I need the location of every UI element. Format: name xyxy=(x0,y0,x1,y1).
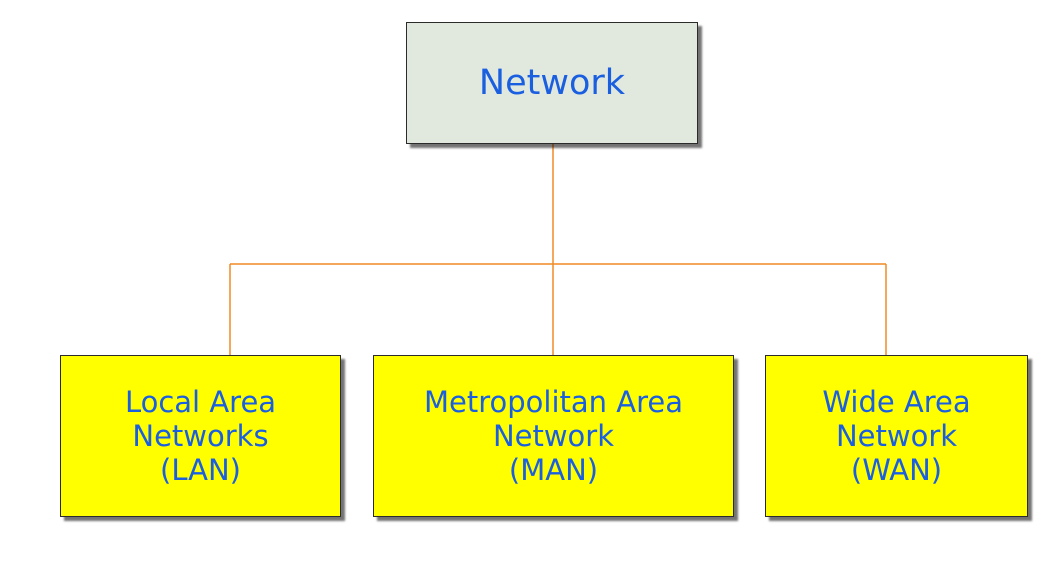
root-node-label: Network xyxy=(478,63,626,103)
root-node-network: Network xyxy=(406,22,698,144)
child-node-man: Metropolitan Area Network (MAN) xyxy=(373,355,734,517)
lan-node-label: Local Area Networks (LAN) xyxy=(124,384,277,488)
wan-node-label: Wide Area Network (WAN) xyxy=(822,384,971,488)
child-node-lan: Local Area Networks (LAN) xyxy=(60,355,341,517)
child-node-wan: Wide Area Network (WAN) xyxy=(765,355,1028,517)
man-node-label: Metropolitan Area Network (MAN) xyxy=(423,384,683,488)
